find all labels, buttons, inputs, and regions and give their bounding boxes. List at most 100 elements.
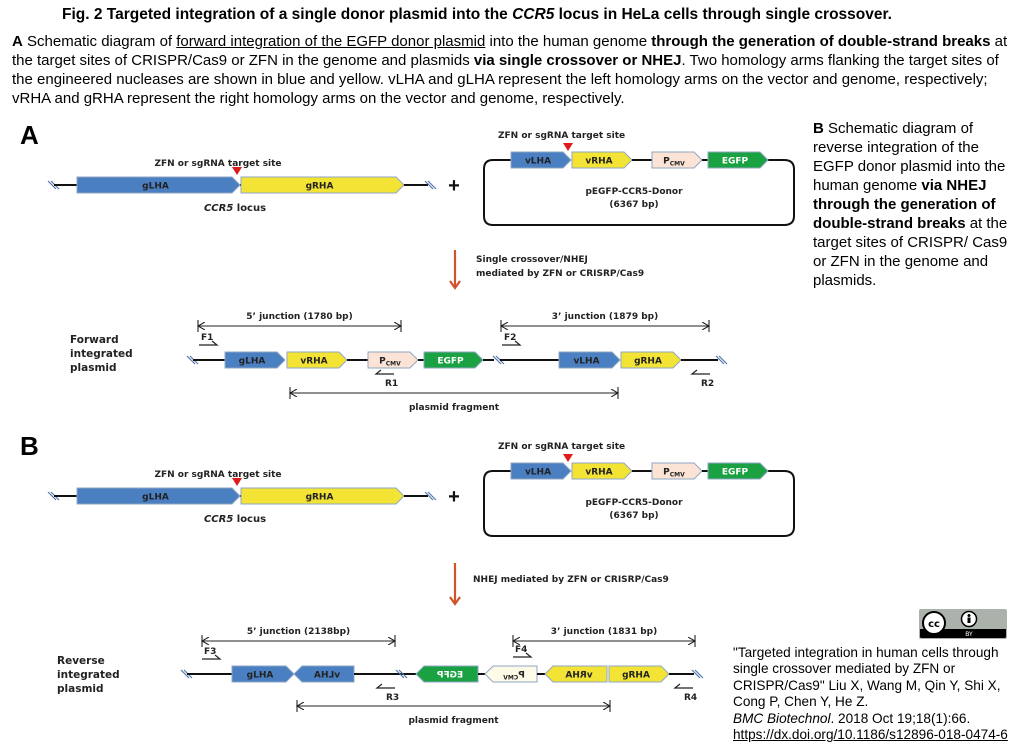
plasmid-fragment-label: plasmid fragment — [408, 716, 499, 726]
result-label: Reverse — [57, 655, 105, 667]
caption-text: at the target sites of CRISPR/ Cas9 or Z… — [813, 215, 1008, 289]
caption-bold: through the generation of double-strand … — [651, 33, 991, 50]
caption-a-letter: A — [12, 33, 23, 50]
result-label: plasmid — [57, 683, 104, 695]
citation-journal: BMC Biotechnol — [733, 710, 831, 726]
caption-text: at the target sites of CRISPR/Cas9 or ZF… — [12, 33, 1008, 69]
reverse-egfp-shape — [415, 665, 479, 683]
doi-link[interactable]: https://dx.doi.org/10.1186/s12896-018-04… — [733, 727, 1008, 743]
reverse-vrha-label: vRHA — [565, 671, 592, 681]
locus-cut-site-icon — [232, 167, 242, 175]
locus-left-arm-label: gLHA — [142, 493, 169, 503]
primer-f4-arrow — [513, 652, 533, 658]
panel-letter: B — [20, 431, 39, 461]
forward-vlha-label: vLHA — [573, 357, 599, 367]
break-mark — [180, 669, 190, 679]
locus-target-site-label: ZFN or sgRNA target site — [154, 159, 281, 169]
step-label: NHEJ mediated by ZFN or CRISRP/Cas9 — [473, 575, 669, 585]
plasmid-vrha-shape — [571, 151, 633, 169]
forward-vrha-shape — [286, 351, 348, 369]
forward-vlha-shape — [558, 351, 621, 369]
break-mark — [427, 180, 437, 190]
plasmid-name: pEGFP-CCR5-Donor — [585, 187, 683, 197]
plasmid-vrha-label: vRHA — [585, 468, 612, 478]
cc-by-license-badge[interactable]: cc BY — [919, 609, 1007, 639]
plasmid-pcmv-label: PCMV — [663, 157, 685, 168]
plasmid-egfp-label: EGFP — [722, 157, 749, 167]
forward-vrha-label: vRHA — [300, 357, 327, 367]
step-label-line1: Single crossover/NHEJ — [476, 255, 588, 265]
figure-title: Fig. 2 Targeted integration of a single … — [62, 6, 892, 24]
plasmid-egfp-shape — [707, 462, 769, 480]
caption-underlined: forward integration of the EGFP donor pl… — [176, 33, 486, 50]
plasmid-backbone — [483, 470, 795, 537]
locus-left-arm-shape — [76, 487, 241, 505]
plasmid-pcmv-shape — [651, 462, 703, 480]
primer-r2-arrow — [690, 369, 710, 375]
plasmid-vlha-label: vLHA — [525, 468, 551, 478]
break-mark — [691, 669, 701, 679]
plasmid-vlha-shape — [510, 151, 572, 169]
plus-sign: + — [448, 486, 460, 508]
plasmid-target-site-label: ZFN or sgRNA target site — [498, 131, 625, 141]
title-gene: CCR5 — [512, 6, 555, 23]
forward-pcmv-label: PCMV — [379, 357, 401, 368]
break-mark — [186, 355, 196, 365]
by-text: BY — [965, 631, 973, 638]
junction-3prime-label: 3’ junction (1831 bp) — [551, 627, 657, 637]
locus-label: CCR5 locus — [204, 203, 266, 214]
junction-5prime-label: 5’ junction (2138bp) — [247, 627, 350, 637]
plasmid-cut-site-icon — [563, 143, 573, 151]
caption-text: into the human genome — [485, 33, 652, 50]
forward-pcmv-shape — [367, 351, 419, 369]
panel-letter: A — [20, 120, 39, 150]
primer-f4-label: F4 — [515, 645, 527, 655]
break-mark — [492, 355, 502, 365]
forward-grha-label: gRHA — [634, 357, 662, 367]
plasmid-fragment-label: plasmid fragment — [409, 403, 500, 413]
title-text: Fig. 2 Targeted integration of a single … — [62, 6, 513, 23]
reverse-vlha-shape — [293, 665, 355, 683]
caption-bold: via NHEJ through the generation of doubl… — [813, 177, 996, 232]
forward-grha-shape — [620, 351, 682, 369]
plus-sign: + — [448, 175, 460, 197]
plasmid-size: (6367 bp) — [609, 511, 658, 521]
plasmid-egfp-label: EGFP — [722, 468, 749, 478]
caption-b-letter: B — [813, 120, 824, 137]
cc-icon — [922, 611, 946, 635]
result-label: integrated — [57, 669, 120, 681]
break-mark — [47, 180, 57, 190]
plasmid-target-site-label: ZFN or sgRNA target site — [498, 442, 625, 452]
primer-f2-label: F2 — [504, 333, 516, 343]
break-mark — [398, 669, 408, 679]
plasmid-cut-site-icon — [563, 454, 573, 462]
locus-cut-site-icon — [232, 478, 242, 486]
caption-text: Schematic diagram of — [22, 33, 177, 50]
reverse-grha-shape — [608, 665, 670, 683]
reverse-glha-shape — [231, 665, 295, 683]
primer-f2-arrow — [502, 340, 522, 346]
result-label: Forward — [70, 334, 119, 346]
step-arrow-icon-head — [449, 596, 461, 606]
reverse-vlha-label: vLHA — [314, 671, 340, 681]
primer-f1-arrow — [199, 340, 219, 346]
plasmid-name: pEGFP-CCR5-Donor — [585, 498, 683, 508]
plasmid-vrha-shape — [571, 462, 633, 480]
reverse-glha-label: gLHA — [247, 671, 274, 681]
panel-a: A ZFN or sgRNA target site gLHA gRHA + CCR5 l… — [20, 120, 795, 413]
result-label: integrated — [70, 348, 133, 360]
forward-glha-shape — [224, 351, 286, 369]
reverse-grha-label: gRHA — [622, 671, 650, 681]
primer-r3-arrow — [375, 683, 395, 689]
attribution-head — [967, 614, 971, 617]
primer-f3-arrow — [202, 654, 222, 660]
locus-right-arm-label: gRHA — [306, 182, 334, 192]
forward-glha-label: gLHA — [239, 357, 266, 367]
reverse-vrha-shape — [544, 665, 608, 683]
primer-r3-label: R3 — [386, 693, 399, 703]
break-mark — [47, 491, 57, 501]
plasmid-egfp-shape — [707, 151, 769, 169]
result-label: plasmid — [70, 362, 117, 374]
